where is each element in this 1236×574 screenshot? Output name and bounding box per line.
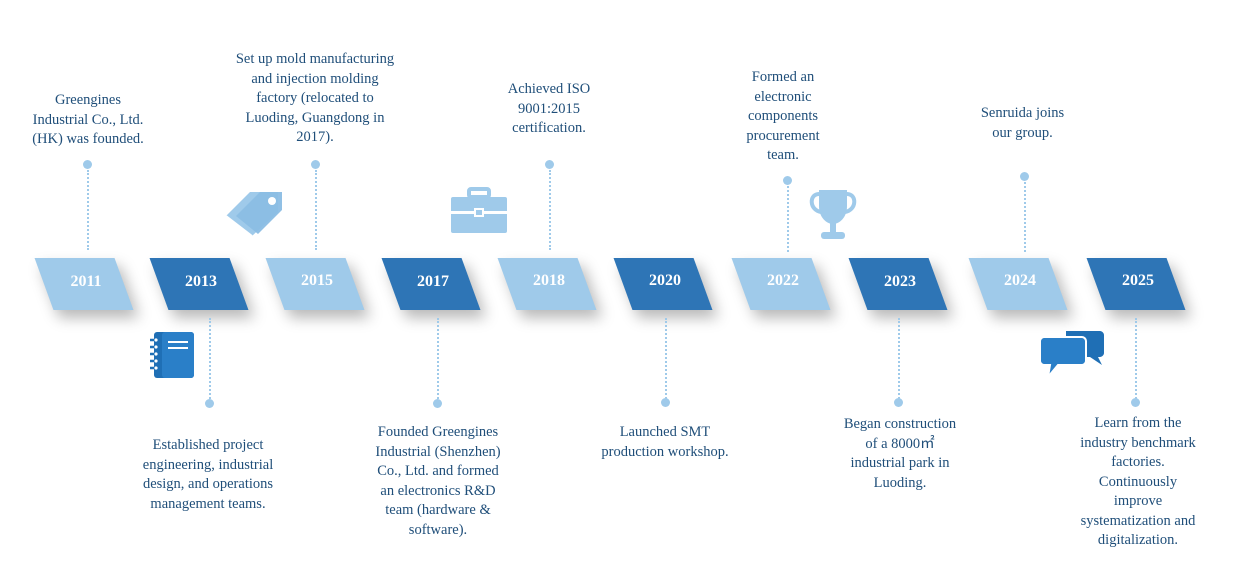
- connector-dot: [894, 398, 903, 407]
- tag-icon: [225, 192, 282, 237]
- connector-line: [87, 170, 89, 250]
- briefcase-icon: [451, 187, 507, 233]
- year-label: 2013: [185, 273, 217, 290]
- connector-dot: [661, 398, 670, 407]
- milestone-text-2018: Achieved ISO 9001:2015 certification.: [507, 81, 591, 136]
- year-label: 2025: [1122, 272, 1154, 289]
- year-label: 2018: [533, 272, 565, 289]
- connector-dot: [205, 399, 214, 408]
- milestone-text-2023: Began construction of a 8000㎡ industrial…: [843, 416, 957, 491]
- connector-dot: [83, 160, 92, 169]
- year-label: 2023: [884, 273, 916, 290]
- connector-line: [549, 170, 551, 250]
- year-label: 2017: [417, 273, 449, 290]
- connector-line: [209, 318, 211, 402]
- year-label: 2020: [649, 272, 681, 289]
- year-label: 2024: [1004, 272, 1036, 289]
- connector-dot: [433, 399, 442, 408]
- connector-line: [898, 318, 900, 402]
- milestone-text-2020: Launched SMT production workshop.: [601, 424, 729, 460]
- chat-icon: [1040, 331, 1104, 379]
- year-label: 2022: [767, 272, 799, 289]
- connector-dot: [545, 160, 554, 169]
- milestone-text-2013: Established project engineering, industr…: [142, 437, 274, 512]
- connector-dot: [1131, 398, 1140, 407]
- milestone-text-2025: Learn from the industry benchmark factor…: [1080, 415, 1196, 548]
- milestone-text-2011: Greengines Industrial Co., Ltd. (HK) was…: [32, 92, 144, 147]
- connector-line: [665, 318, 667, 402]
- milestone-text-2017: Founded Greengines Industrial (Shenzhen)…: [375, 424, 501, 538]
- year-label: 2011: [70, 273, 102, 290]
- connector-dot: [311, 160, 320, 169]
- connector-line: [1135, 318, 1137, 402]
- connector-line: [1024, 182, 1026, 252]
- milestone-text-2024: Senruida joins our group.: [980, 105, 1065, 141]
- connector-dot: [1020, 172, 1029, 181]
- milestone-text-2022: Formed an electronic components procurem…: [746, 69, 820, 163]
- connector-line: [787, 186, 789, 252]
- year-label: 2015: [301, 272, 333, 289]
- connector-dot: [783, 176, 792, 185]
- connector-line: [437, 318, 439, 402]
- connector-line: [315, 170, 317, 250]
- trophy-icon: [809, 190, 857, 239]
- milestone-text-2015: Set up mold manufacturing and injection …: [235, 51, 395, 145]
- notebook-icon: [150, 332, 194, 378]
